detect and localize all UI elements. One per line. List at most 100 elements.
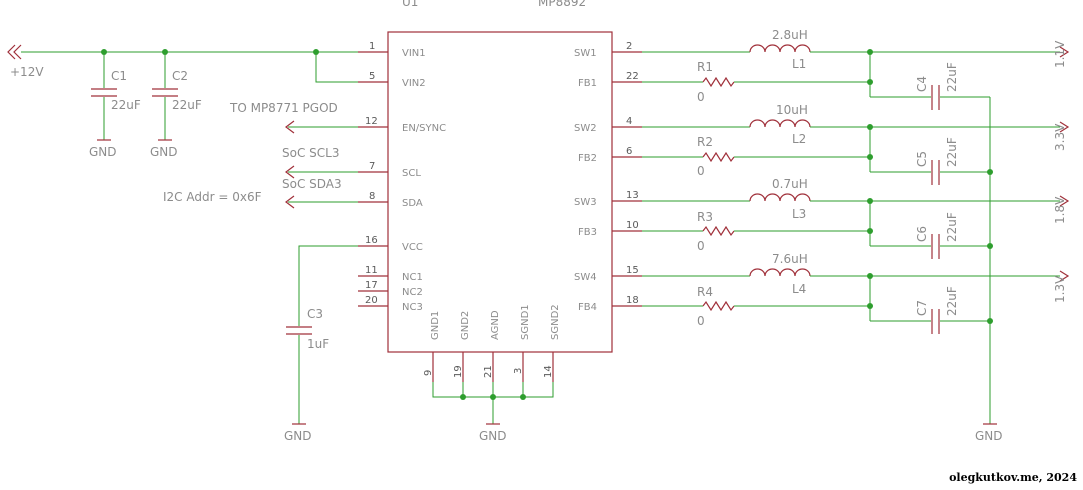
resistor-r3 bbox=[702, 225, 735, 237]
cap-value: 1uF bbox=[307, 337, 329, 351]
pin-name: VCC bbox=[402, 242, 423, 253]
pin-name: SGND2 bbox=[550, 304, 561, 340]
pin-name: AGND bbox=[490, 310, 501, 340]
resistor-r1 bbox=[702, 76, 735, 88]
pin-number: 2 bbox=[626, 41, 632, 52]
resistor-r2 bbox=[702, 151, 735, 163]
res-ref: R2 bbox=[697, 135, 713, 149]
pin-number: 13 bbox=[626, 190, 639, 201]
cap-ref: C1 bbox=[111, 69, 127, 83]
pin-name: NC2 bbox=[402, 287, 423, 298]
cap-value: 22uF bbox=[945, 137, 959, 167]
pin-number: 9 bbox=[423, 370, 434, 376]
cap-value: 22uF bbox=[111, 98, 141, 112]
pin-number: 22 bbox=[626, 71, 639, 82]
input-net-12v: +12V bbox=[7, 44, 358, 83]
pin-number: 15 bbox=[626, 265, 639, 276]
output-voltage-label: 1.1V bbox=[1053, 40, 1067, 68]
res-ref: R3 bbox=[697, 210, 713, 224]
pin-name: SDA bbox=[402, 198, 423, 209]
ind-value: 0.7uH bbox=[772, 177, 808, 191]
output-channel-1: 2.8uH L1 R1 0 C4 22uF 1.1V bbox=[642, 28, 1070, 110]
pin-name: SW3 bbox=[574, 197, 597, 208]
output-voltage-label: 1.8V bbox=[1053, 196, 1067, 224]
cap-ref: C7 bbox=[915, 300, 929, 316]
pin-number: 21 bbox=[483, 365, 494, 378]
output-voltage-label: 3.3V bbox=[1053, 123, 1067, 151]
resistor-r4 bbox=[702, 300, 735, 312]
pin-number: 20 bbox=[365, 295, 378, 306]
ind-value: 10uH bbox=[776, 103, 808, 117]
output-ground-net: GND bbox=[975, 97, 1003, 443]
inductor-l4 bbox=[749, 268, 811, 277]
author-credit: olegkutkov.me, 2024 bbox=[949, 471, 1077, 484]
ic-left-pins: 1 VIN1 5 VIN2 12 EN/SYNC 7 SCL 8 SDA 16 … bbox=[358, 41, 446, 313]
cap-value: 22uF bbox=[945, 286, 959, 316]
signal-label-sda: SoC SDA3 bbox=[282, 177, 342, 191]
inductor-l2 bbox=[749, 119, 811, 128]
gnd-label: GND bbox=[284, 429, 312, 443]
pin-name: NC3 bbox=[402, 302, 423, 313]
ind-value: 2.8uH bbox=[772, 28, 808, 42]
pin-number: 11 bbox=[365, 265, 378, 276]
ic-body bbox=[387, 31, 613, 353]
supply-arrow-icon bbox=[7, 44, 22, 60]
capacitor-c2: C2 22uF GND bbox=[150, 52, 202, 159]
ind-ref: L4 bbox=[792, 282, 806, 296]
pin-name: VIN2 bbox=[402, 78, 426, 89]
pin-number: 10 bbox=[626, 220, 639, 231]
pin-number: 6 bbox=[626, 146, 632, 157]
pin-name: FB2 bbox=[578, 153, 597, 164]
ic-ground-net: GND bbox=[432, 382, 554, 443]
pin-number: 8 bbox=[369, 191, 375, 202]
ic-right-pins: 2 SW1 22 FB1 4 SW2 6 FB2 13 SW3 10 FB3 1… bbox=[574, 41, 642, 313]
pin-number: 7 bbox=[369, 161, 375, 172]
pin-name: SW4 bbox=[574, 272, 597, 283]
pin-number: 17 bbox=[365, 280, 378, 291]
pin-name: FB1 bbox=[578, 78, 597, 89]
gnd-label: GND bbox=[150, 145, 178, 159]
res-ref: R4 bbox=[697, 285, 713, 299]
cap-ref: C3 bbox=[307, 307, 323, 321]
pin-number: 16 bbox=[365, 235, 378, 246]
arrow-right-icon bbox=[1059, 121, 1070, 133]
cap-value: 22uF bbox=[945, 62, 959, 92]
res-value: 0 bbox=[697, 314, 705, 328]
res-value: 0 bbox=[697, 90, 705, 104]
ind-value: 7.6uH bbox=[772, 252, 808, 266]
inductor-l1 bbox=[749, 44, 811, 53]
input-voltage-label: +12V bbox=[10, 65, 44, 79]
cap-ref: C4 bbox=[915, 76, 929, 92]
pin-name: GND1 bbox=[430, 311, 441, 340]
pin-name: SW2 bbox=[574, 123, 597, 134]
cap-ref: C2 bbox=[172, 69, 188, 83]
ind-ref: L2 bbox=[792, 132, 806, 146]
pin-number: 12 bbox=[365, 116, 378, 127]
output-channel-3: 0.7uH L3 R3 0 C6 22uF 1.8V bbox=[642, 177, 1070, 259]
ic-bottom-pins: GND1 9 GND2 19 AGND 21 SGND1 3 SGND2 14 bbox=[423, 304, 561, 382]
cap-ref: C5 bbox=[915, 151, 929, 167]
pin-name: FB4 bbox=[578, 302, 597, 313]
pin-name: SW1 bbox=[574, 48, 597, 59]
pin-number: 18 bbox=[626, 295, 639, 306]
output-voltage-label: 1.3V bbox=[1053, 275, 1067, 303]
pin-number: 3 bbox=[513, 368, 524, 374]
gnd-label: GND bbox=[89, 145, 117, 159]
pin-name: EN/SYNC bbox=[402, 123, 446, 134]
pin-number: 19 bbox=[453, 365, 464, 378]
ind-ref: L1 bbox=[792, 57, 806, 71]
ind-ref: L3 bbox=[792, 207, 806, 221]
res-value: 0 bbox=[697, 164, 705, 178]
capacitor-c1: C1 22uF GND bbox=[89, 52, 141, 159]
cap-value: 22uF bbox=[945, 212, 959, 242]
signal-label-scl: SoC SCL3 bbox=[282, 146, 339, 160]
ic-refdes: U1 bbox=[402, 0, 418, 9]
output-channel-2: 10uH L2 R2 0 C5 22uF 3.3V bbox=[642, 103, 1070, 185]
pin-name: FB3 bbox=[578, 227, 597, 238]
pin-name: NC1 bbox=[402, 272, 423, 283]
cap-value: 22uF bbox=[172, 98, 202, 112]
inductor-l3 bbox=[749, 193, 811, 202]
res-value: 0 bbox=[697, 239, 705, 253]
pin-name: GND2 bbox=[460, 311, 471, 340]
